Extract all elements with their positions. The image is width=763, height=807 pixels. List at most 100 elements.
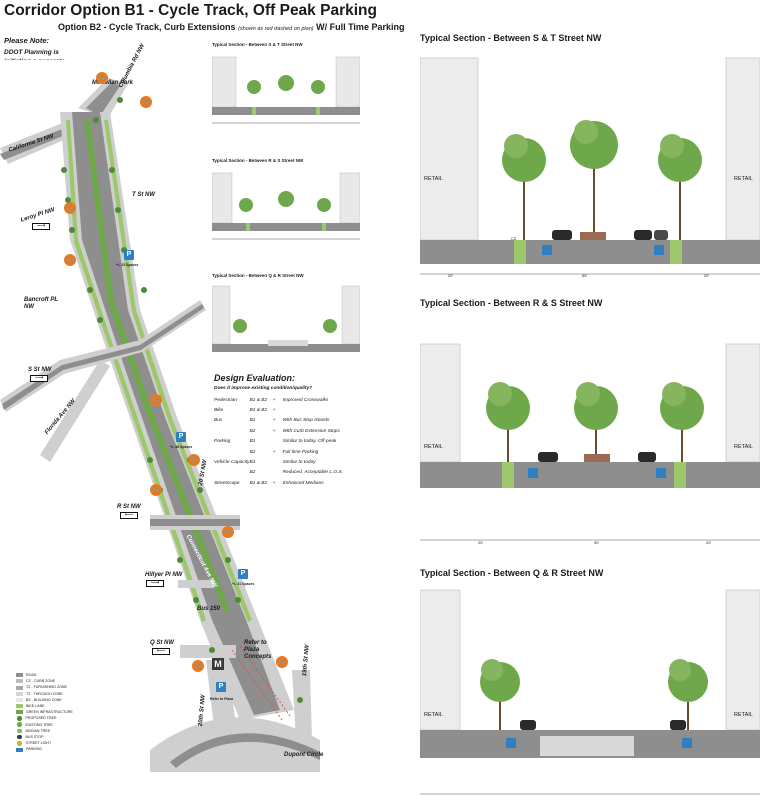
- section-title-r-s: Typical Section - Between R & S Street N…: [420, 298, 603, 308]
- evaluation-sign: +: [272, 397, 276, 403]
- evaluation-note: With Bus Stop Islands: [282, 418, 330, 424]
- one-way-arrow-icon: ⟵: [152, 648, 170, 655]
- parking-count: +/- 23 Spaces: [116, 263, 139, 267]
- retail-label: RETAIL: [734, 444, 753, 450]
- legend-swatch: [16, 679, 23, 684]
- thumbnail-title: Typical Section - Between S & T Street N…: [212, 42, 303, 47]
- bikeshare-icon: 🚲: [150, 484, 162, 496]
- parking-count: +/- 36 Spaces: [170, 445, 193, 449]
- bikeshare-icon: 🚲: [222, 526, 234, 538]
- legend-label: PARKING: [26, 747, 42, 752]
- dimension-total: 90': [594, 540, 600, 545]
- retail-label: RETAIL: [734, 176, 753, 182]
- evaluation-category: Streetscape: [214, 480, 240, 486]
- retail-label: RETAIL: [734, 712, 753, 718]
- zone-label-cz: CZ: [511, 236, 517, 241]
- parking-count: +/- 31 Spaces: [232, 582, 255, 586]
- evaluation-note: With Curb Extension Stops: [282, 428, 340, 434]
- label-q-st: Q St NW: [150, 640, 174, 646]
- parking-icon: P: [176, 432, 186, 442]
- section-title-s-t: Typical Section - Between S & T Street N…: [420, 33, 602, 43]
- legend-swatch: [17, 741, 22, 746]
- legend-item: PROPOSED TREE: [16, 715, 96, 721]
- evaluation-category: Parking: [214, 439, 231, 445]
- legend-item: TZ - THROUGH ZONE: [16, 691, 96, 697]
- legend-label: TZ - FURNISHING ZONE: [26, 685, 67, 690]
- dimension-total: 20': [706, 540, 712, 545]
- evaluation-sign: +: [272, 480, 276, 486]
- legend-swatch: [16, 673, 23, 678]
- metro-station-icon: M: [212, 658, 224, 670]
- evaluation-note: [283, 405, 364, 415]
- bikeshare-icon: 🚲: [64, 254, 76, 266]
- evaluation-option: B1 & B2: [249, 480, 268, 486]
- label-r-st: R St NW: [117, 504, 141, 510]
- evaluation-category: Bus: [214, 418, 223, 424]
- legend-swatch: [17, 734, 22, 740]
- evaluation-sign: +: [272, 449, 276, 455]
- thumbnail-title: Typical Section - Between Q & R Street N…: [212, 273, 304, 278]
- evaluation-question: Does it improve existing condition/quali…: [214, 386, 313, 391]
- thumbnail-title: Typical Section - Between R & S Street N…: [212, 158, 304, 163]
- evaluation-category: [214, 447, 250, 457]
- label-bus-150: Bus 150: [197, 606, 221, 612]
- evaluation-heading: Design Evaluation:: [214, 373, 296, 383]
- evaluation-category: [214, 468, 250, 478]
- section-title-q-r: Typical Section - Between Q & R Street N…: [420, 568, 604, 578]
- legend-swatch: [16, 747, 23, 752]
- legend-item: EXISTING TREE: [16, 722, 96, 728]
- label-s-st: S St NW: [28, 367, 52, 373]
- evaluation-row: B2 + With Curb Extension Stops: [214, 426, 364, 436]
- section-drawing-s-t: [420, 57, 760, 275]
- legend-swatch: [17, 716, 22, 721]
- dimension-total: 65': [582, 273, 588, 278]
- retail-label: RETAIL: [424, 176, 443, 182]
- evaluation-option: B1 & B2: [249, 408, 268, 414]
- legend-swatch: [16, 704, 23, 709]
- thumbnail-drawing: [211, 56, 361, 124]
- evaluation-note: Enhanced Medians: [282, 480, 324, 486]
- evaluation-option: B2: [249, 449, 256, 455]
- legend-swatch: [17, 728, 22, 734]
- legend-label: EXISTING TREE: [25, 722, 53, 727]
- section-drawing-q-r: [420, 589, 760, 795]
- evaluation-note: Improved Crosswalks: [282, 397, 329, 403]
- legend-swatch: [16, 685, 23, 690]
- legend-label: PROPOSED TREE: [25, 716, 57, 721]
- evaluation-option: B1 & B2: [249, 397, 268, 403]
- bikeshare-icon: 🚲: [64, 202, 76, 214]
- evaluation-sign: [273, 468, 283, 478]
- section-drawing-r-s: [420, 343, 760, 541]
- one-way-arrow-icon: ⟶: [146, 580, 164, 587]
- legend-item: BZ - BUILDING ZONE: [16, 697, 96, 703]
- legend-label: BZ - BUILDING ZONE: [26, 697, 62, 702]
- label-refer-plaza: Refer to Plaza: [210, 697, 234, 701]
- evaluation-row: Streetscape B1 & B2 + Enhanced Medians: [214, 478, 364, 488]
- subtitle-note: (shown as red dashed on plan): [238, 26, 314, 32]
- legend-swatch: [16, 697, 23, 702]
- bikeshare-icon: 🚲: [192, 660, 204, 672]
- legend-label: TZ - THROUGH ZONE: [26, 691, 63, 696]
- evaluation-option: B2: [249, 428, 256, 434]
- evaluation-sign: +: [272, 428, 276, 434]
- legend-label: BUS STOP: [25, 735, 44, 740]
- legend-item: PARKING: [16, 746, 96, 752]
- dimension-total: 20': [448, 273, 454, 278]
- parking-icon: P: [124, 250, 134, 260]
- legend-item: MEDIAN TREE: [16, 728, 96, 734]
- parking-icon: P: [238, 569, 248, 579]
- one-way-arrow-icon: ⟵: [120, 512, 138, 519]
- page-title: Corridor Option B1 - Cycle Track, Off Pe…: [4, 2, 377, 19]
- bikeshare-icon: 🚲: [276, 656, 288, 668]
- evaluation-sign: [273, 437, 283, 447]
- label-mccellan-park: McCellan Park: [92, 80, 134, 86]
- legend-label: BIKE LANE: [26, 704, 45, 709]
- evaluation-note: Reduced, Acceptable L.O.S.: [282, 470, 343, 476]
- dimension-total: 20': [704, 273, 710, 278]
- evaluation-category: [214, 426, 250, 436]
- evaluation-category: Bike: [214, 408, 224, 414]
